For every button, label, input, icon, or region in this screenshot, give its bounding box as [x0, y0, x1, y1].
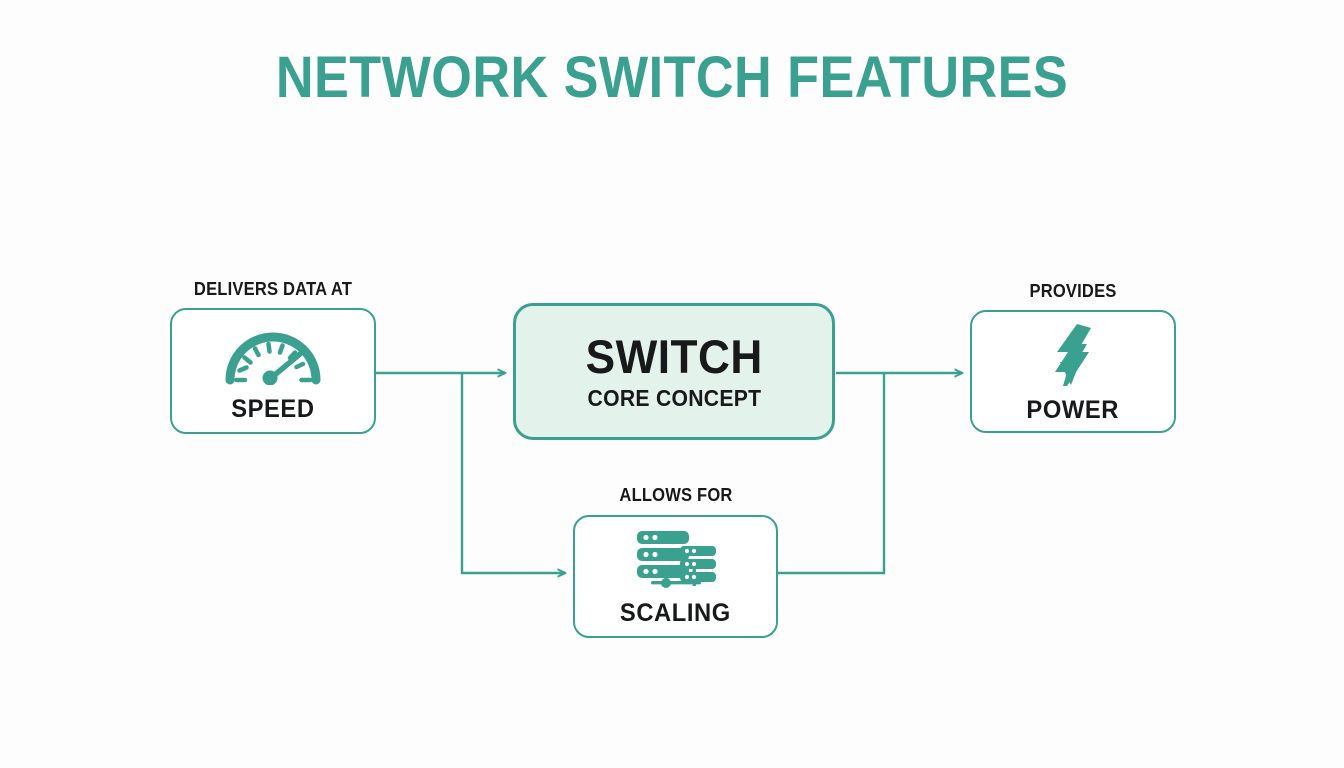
node-label-power: POWER	[1026, 395, 1120, 424]
node-speed[interactable]: SPEED	[170, 308, 376, 434]
caption-power: PROVIDES	[1029, 281, 1117, 301]
page-title: NETWORK SWITCH FEATURES	[275, 45, 1069, 110]
speedometer-icon	[221, 323, 325, 386]
node-power[interactable]: POWER	[970, 310, 1176, 433]
caption-speed: DELIVERS DATA AT	[193, 279, 353, 299]
server-stack-icon	[628, 529, 724, 591]
caption-scaling: ALLOWS FOR	[619, 485, 733, 505]
core-subtitle: CORE CONCEPT	[587, 385, 761, 411]
node-scaling[interactable]: SCALING	[573, 515, 778, 638]
node-label-scaling: SCALING	[620, 598, 731, 627]
node-switch-core[interactable]: SWITCH CORE CONCEPT	[513, 303, 835, 440]
lightning-bolt-icon	[1047, 322, 1099, 388]
node-label-speed: SPEED	[231, 395, 315, 423]
core-title: SWITCH	[585, 330, 763, 383]
